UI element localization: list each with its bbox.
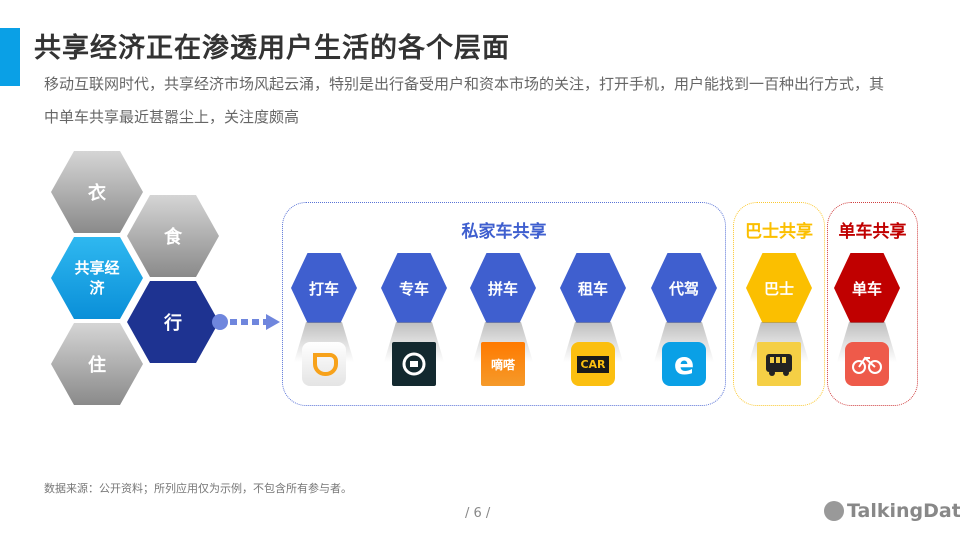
page-number: / 6 /: [465, 506, 491, 521]
subtitle: 移动互联网时代，共享经济市场风起云涌，特别是出行备受用户和资本市场的关注，打开手…: [44, 75, 885, 126]
bus-group: 巴士共享: [733, 202, 825, 406]
talkingdata-logo: TalkingData: [824, 500, 960, 522]
car-icon: CAR: [571, 342, 615, 386]
hex-travel: 行: [127, 281, 219, 363]
group-label: 私家车共享: [461, 222, 547, 242]
hex-food: 食: [127, 195, 219, 277]
logo-icon: [824, 501, 844, 521]
bus-icon: [757, 342, 801, 386]
dida-icon: 嘀嗒: [481, 342, 525, 386]
car-icon-text: CAR: [577, 355, 609, 373]
e-daijia-icon: e: [662, 342, 706, 386]
hex-sharing-economy: 共享经济: [51, 237, 143, 319]
hex-clothing: 衣: [51, 151, 143, 233]
page-title: 共享经济正在渗透用户生活的各个层面: [34, 33, 510, 64]
private-car-group: 私家车共享: [282, 202, 726, 406]
group-label: 单车共享: [838, 222, 907, 242]
source-note: 数据来源：公开资料；所列应用仅为示例，不包含所有参与者。: [44, 482, 352, 495]
bike-group: 单车共享: [827, 202, 918, 406]
accent-bar: [0, 28, 20, 86]
uber-icon: [392, 342, 436, 386]
group-label: 巴士共享: [745, 222, 813, 242]
didi-icon: [302, 342, 346, 386]
connector-arrow: [210, 312, 282, 332]
hex-housing: 住: [51, 323, 143, 405]
mobike-icon: [845, 342, 889, 386]
logo-text: TalkingData: [847, 500, 960, 522]
